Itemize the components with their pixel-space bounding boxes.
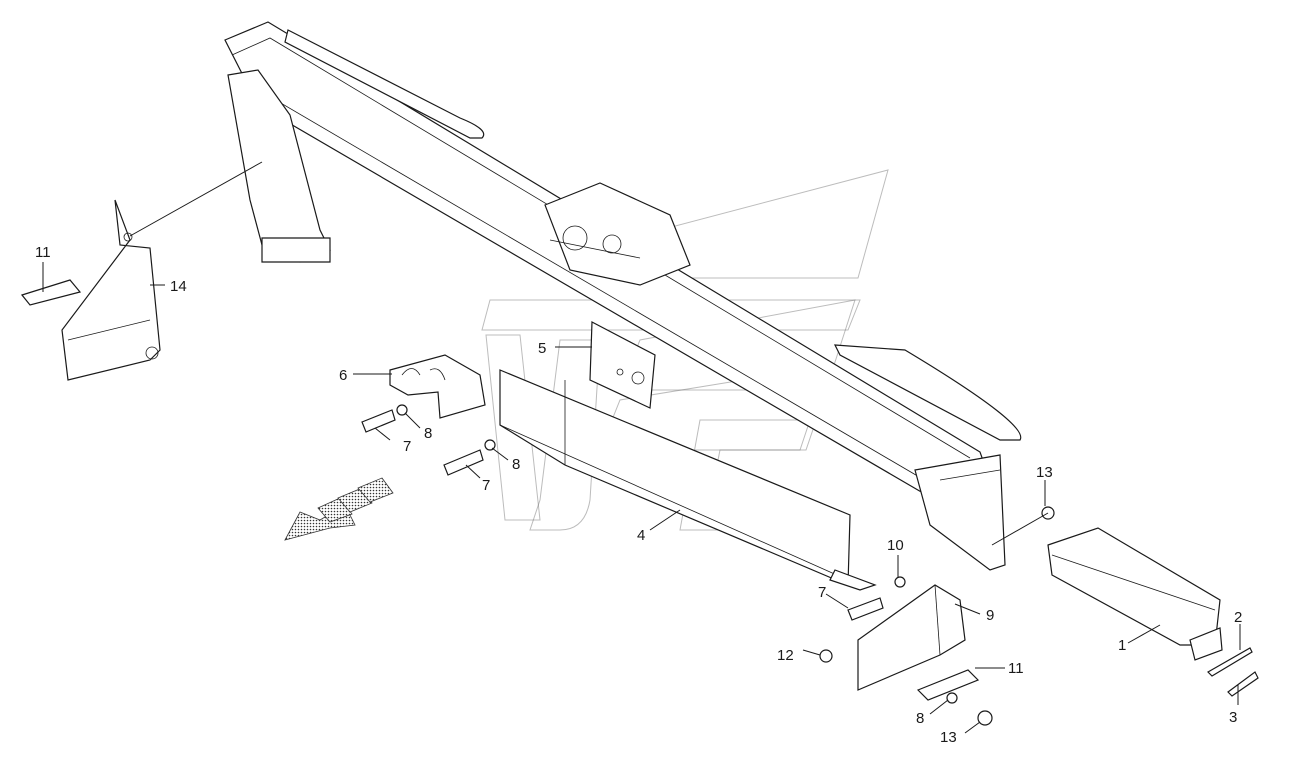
part-4-long-shield (499, 369, 877, 591)
callouts: 1 2 3 4 5 6 7 7 7 8 8 8 9 10 11 11 12 13… (35, 244, 1242, 746)
callout-13-a: 13 (1036, 464, 1053, 481)
bolt-icon (361, 409, 396, 433)
callout-1: 1 (1118, 637, 1126, 654)
bolt-head-icon (819, 649, 833, 663)
callout-10: 10 (887, 537, 904, 554)
callout-7-a: 7 (403, 438, 411, 455)
main-frame (224, 21, 1022, 571)
callout-13-b: 13 (940, 729, 957, 746)
part-9-side-shield (857, 584, 966, 691)
reflector-arrow-icon (284, 477, 394, 541)
callout-5: 5 (538, 340, 546, 357)
callout-11-a: 11 (35, 244, 51, 261)
callout-8-a: 8 (424, 425, 432, 442)
washer-icon (484, 439, 496, 451)
washer-icon (946, 692, 958, 704)
callout-6: 6 (339, 367, 347, 384)
pin-icon (1207, 647, 1253, 677)
part-11-plate-right (916, 669, 980, 701)
hardware (361, 404, 1259, 726)
washer-icon (894, 576, 906, 588)
part-6-bracket (389, 354, 486, 419)
nut-icon (977, 710, 993, 726)
callout-7-b: 7 (482, 477, 490, 494)
part-14-front-guard (61, 161, 263, 381)
clip-icon (1227, 671, 1259, 697)
callout-8-c: 8 (916, 710, 924, 727)
bolt-icon (443, 449, 484, 476)
part-11-plate-left (20, 279, 82, 306)
callout-14: 14 (170, 278, 187, 295)
callout-7-c: 7 (818, 584, 826, 601)
part-5-plate (589, 321, 656, 409)
callout-11-b: 11 (1008, 660, 1024, 677)
callout-9: 9 (986, 607, 994, 624)
bolt-icon (847, 597, 884, 621)
callout-12: 12 (777, 647, 794, 664)
callout-4: 4 (637, 527, 645, 544)
washer-icon (396, 404, 408, 416)
leader-lines (42, 262, 1241, 734)
callout-2: 2 (1234, 609, 1242, 626)
callout-3: 3 (1229, 709, 1237, 726)
part-1-tray (1047, 527, 1223, 661)
callout-8-b: 8 (512, 456, 520, 473)
